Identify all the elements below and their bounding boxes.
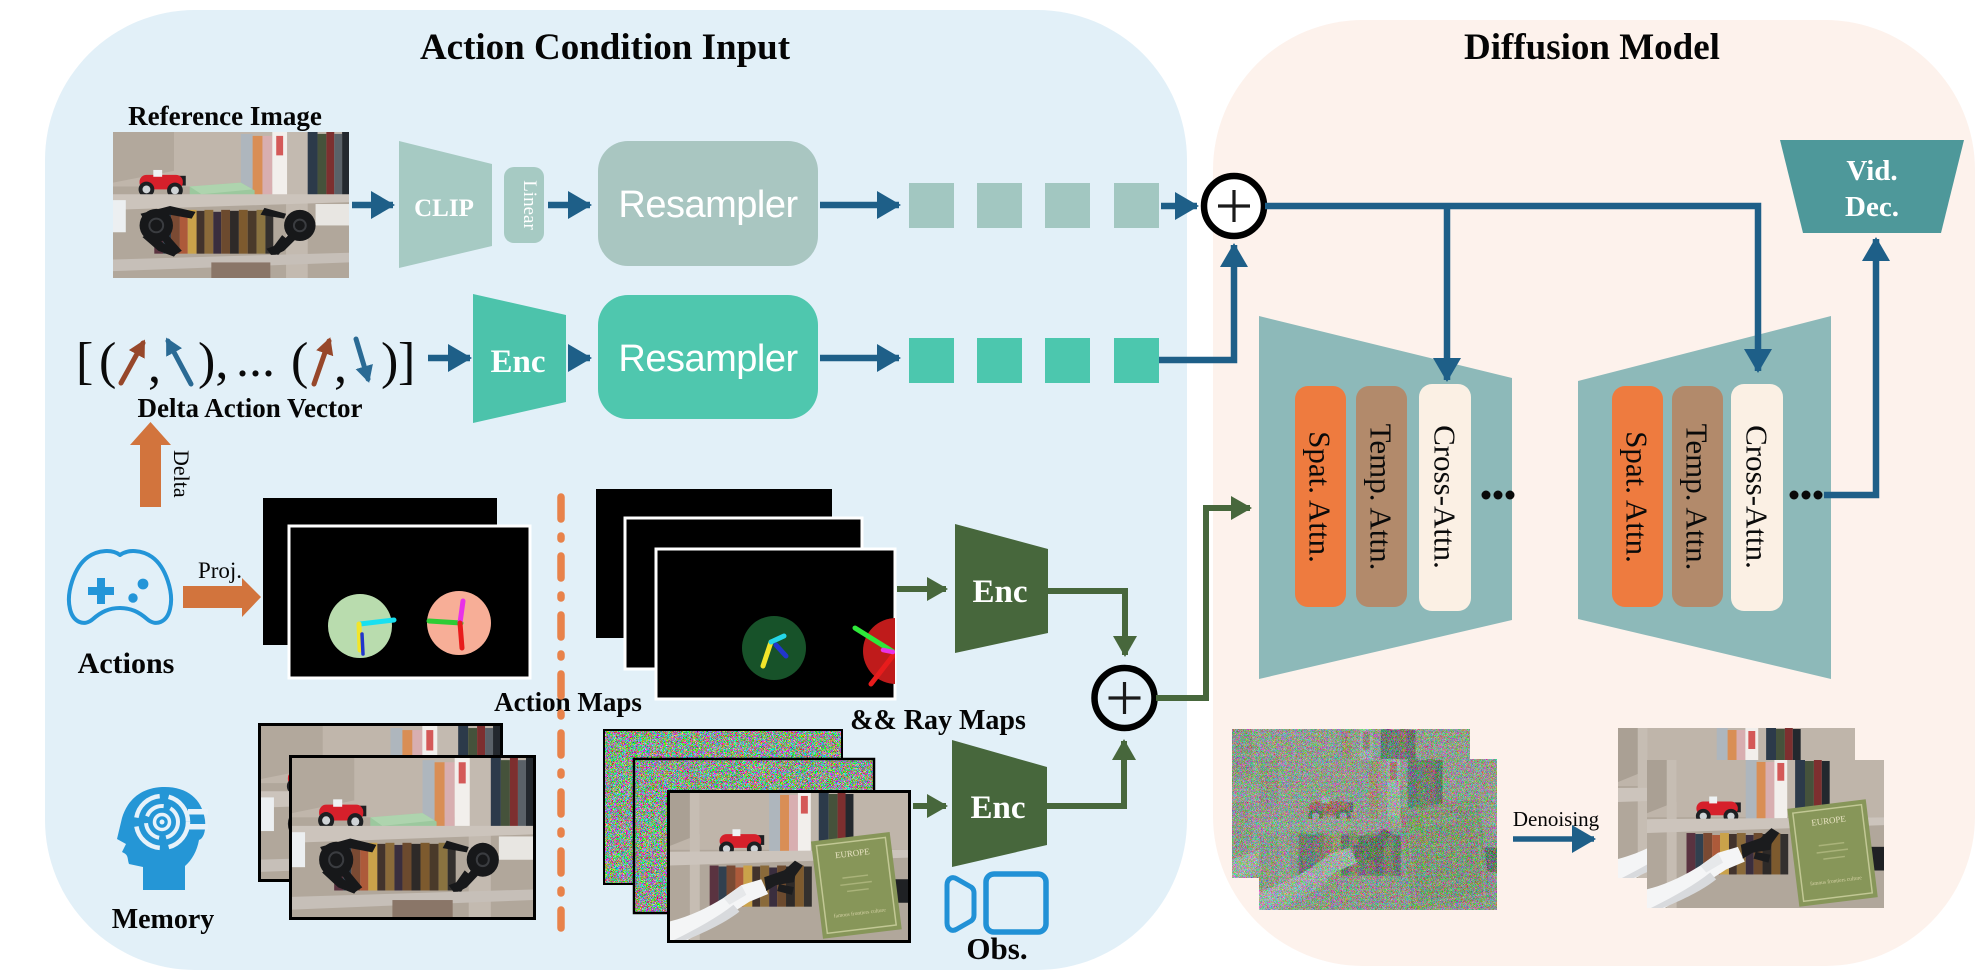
svg-text:Denoising: Denoising bbox=[1513, 807, 1600, 831]
svg-text:Dec.: Dec. bbox=[1845, 191, 1899, 223]
svg-text:): ) bbox=[381, 333, 398, 390]
svg-text:Proj.: Proj. bbox=[198, 558, 242, 583]
svg-text:CLIP: CLIP bbox=[414, 195, 474, 222]
svg-text:Spat. Attn.: Spat. Attn. bbox=[1620, 431, 1655, 563]
svg-text:Enc: Enc bbox=[490, 344, 545, 380]
svg-text:Spat. Attn.: Spat. Attn. bbox=[1303, 431, 1338, 563]
svg-text:Reference Image: Reference Image bbox=[128, 101, 322, 131]
svg-text:[: [ bbox=[76, 333, 93, 390]
svg-text:Temp. Attn.: Temp. Attn. bbox=[1364, 424, 1399, 571]
svg-text:),: ), bbox=[198, 333, 228, 390]
svg-text:Resampler: Resampler bbox=[618, 338, 798, 380]
svg-text:Delta Action Vector: Delta Action Vector bbox=[138, 393, 363, 423]
svg-text:,: , bbox=[148, 337, 161, 394]
svg-text:Memory: Memory bbox=[112, 904, 215, 935]
svg-text:Action Maps: Action Maps bbox=[494, 687, 642, 717]
svg-text:Enc: Enc bbox=[970, 790, 1025, 826]
svg-text:...: ... bbox=[236, 331, 275, 388]
svg-text:(: ( bbox=[99, 333, 116, 390]
svg-text:Temp. Attn.: Temp. Attn. bbox=[1680, 424, 1715, 571]
svg-text:Linear: Linear bbox=[519, 180, 540, 230]
svg-text:Enc: Enc bbox=[972, 574, 1027, 610]
svg-text:Action Condition Input: Action Condition Input bbox=[420, 27, 791, 68]
svg-text:Resampler: Resampler bbox=[618, 184, 798, 226]
svg-text:Delta: Delta bbox=[169, 450, 194, 498]
svg-text:&& Ray Maps: && Ray Maps bbox=[850, 705, 1026, 736]
svg-text:]: ] bbox=[398, 333, 415, 390]
svg-text:Vid.: Vid. bbox=[1846, 155, 1897, 187]
svg-text:(: ( bbox=[291, 333, 308, 390]
svg-text:Diffusion Model: Diffusion Model bbox=[1464, 27, 1720, 68]
svg-text:Actions: Actions bbox=[78, 647, 175, 680]
svg-text:,: , bbox=[334, 337, 347, 394]
svg-text:Cross-Attn.: Cross-Attn. bbox=[1428, 425, 1463, 569]
svg-text:Obs.: Obs. bbox=[966, 931, 1027, 966]
svg-text:Cross-Attn.: Cross-Attn. bbox=[1740, 425, 1775, 569]
